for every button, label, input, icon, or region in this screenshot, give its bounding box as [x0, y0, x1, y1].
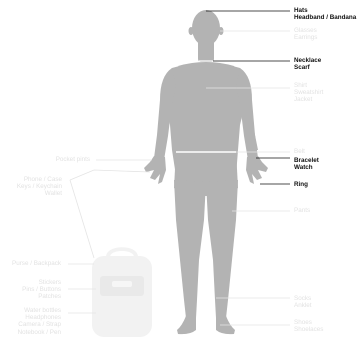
label-pockets: Pocket pints [56, 156, 90, 163]
label-scarf-line: Scarf [294, 64, 321, 71]
label-necklace-line1: Necklace [294, 57, 321, 64]
label-phone-line1: Phone / Case [17, 176, 62, 183]
label-belt-line1: Belt [294, 148, 305, 155]
label-shirt-line1: Shirt [294, 82, 323, 89]
label-socks: Socks Anklet [294, 295, 312, 309]
label-pockets-line1: Pocket pints [56, 156, 90, 163]
label-sweatshirt-line: Sweatshirt [294, 89, 323, 96]
label-anklet-line: Anklet [294, 302, 312, 309]
phone-to-backpack-leader [70, 180, 94, 258]
label-patches-line: Patches [22, 293, 61, 300]
label-shoes: Shoes Shoelaces [294, 319, 323, 333]
label-belt: Belt [294, 148, 305, 155]
label-watch-line: Watch [294, 164, 319, 171]
label-pants: Pants [294, 207, 310, 214]
label-bracelet-line1: Bracelet [294, 157, 319, 164]
label-necklace: Necklace Scarf [294, 57, 321, 71]
label-jacket-line: Jacket [294, 96, 323, 103]
label-keys-line: Keys / Keychain [17, 183, 62, 190]
label-purse-line1: Purse / Backpack [12, 260, 61, 267]
label-wallet-line: Wallet [17, 190, 62, 197]
label-glasses-line1: Glasses [294, 27, 317, 34]
label-headphones-line: Headphones [18, 314, 61, 321]
human-figure [144, 10, 268, 334]
label-hats: Hats Headband / Bandana [294, 7, 356, 21]
label-stickers: Stickers Pins / Buttons Patches [22, 279, 61, 301]
label-notebook-line: Notebook / Pen [18, 329, 61, 336]
backpack-icon [92, 247, 152, 337]
label-socks-line1: Socks [294, 295, 312, 302]
label-ring-line1: Ring [294, 181, 308, 188]
label-shoes-line1: Shoes [294, 319, 323, 326]
label-water-line1: Water bottles [18, 307, 61, 314]
label-stickers-line1: Stickers [22, 279, 61, 286]
label-pins-line: Pins / Buttons [22, 286, 61, 293]
phone-leader [70, 170, 150, 180]
label-glasses: Glasses Earrings [294, 27, 317, 41]
label-shoelaces-line: Shoelaces [294, 326, 323, 333]
label-shirt: Shirt Sweatshirt Jacket [294, 82, 323, 104]
label-camera-line: Camera / Strap [18, 321, 61, 328]
label-headband-line: Headband / Bandana [294, 14, 356, 21]
label-ring: Ring [294, 181, 308, 188]
label-pants-line1: Pants [294, 207, 310, 214]
label-purse: Purse / Backpack [12, 260, 61, 267]
label-water: Water bottles Headphones Camera / Strap … [18, 307, 61, 336]
label-hats-line1: Hats [294, 7, 356, 14]
label-bracelet: Bracelet Watch [294, 157, 319, 171]
label-phone: Phone / Case Keys / Keychain Wallet [17, 176, 62, 198]
label-earrings-line: Earrings [294, 34, 317, 41]
